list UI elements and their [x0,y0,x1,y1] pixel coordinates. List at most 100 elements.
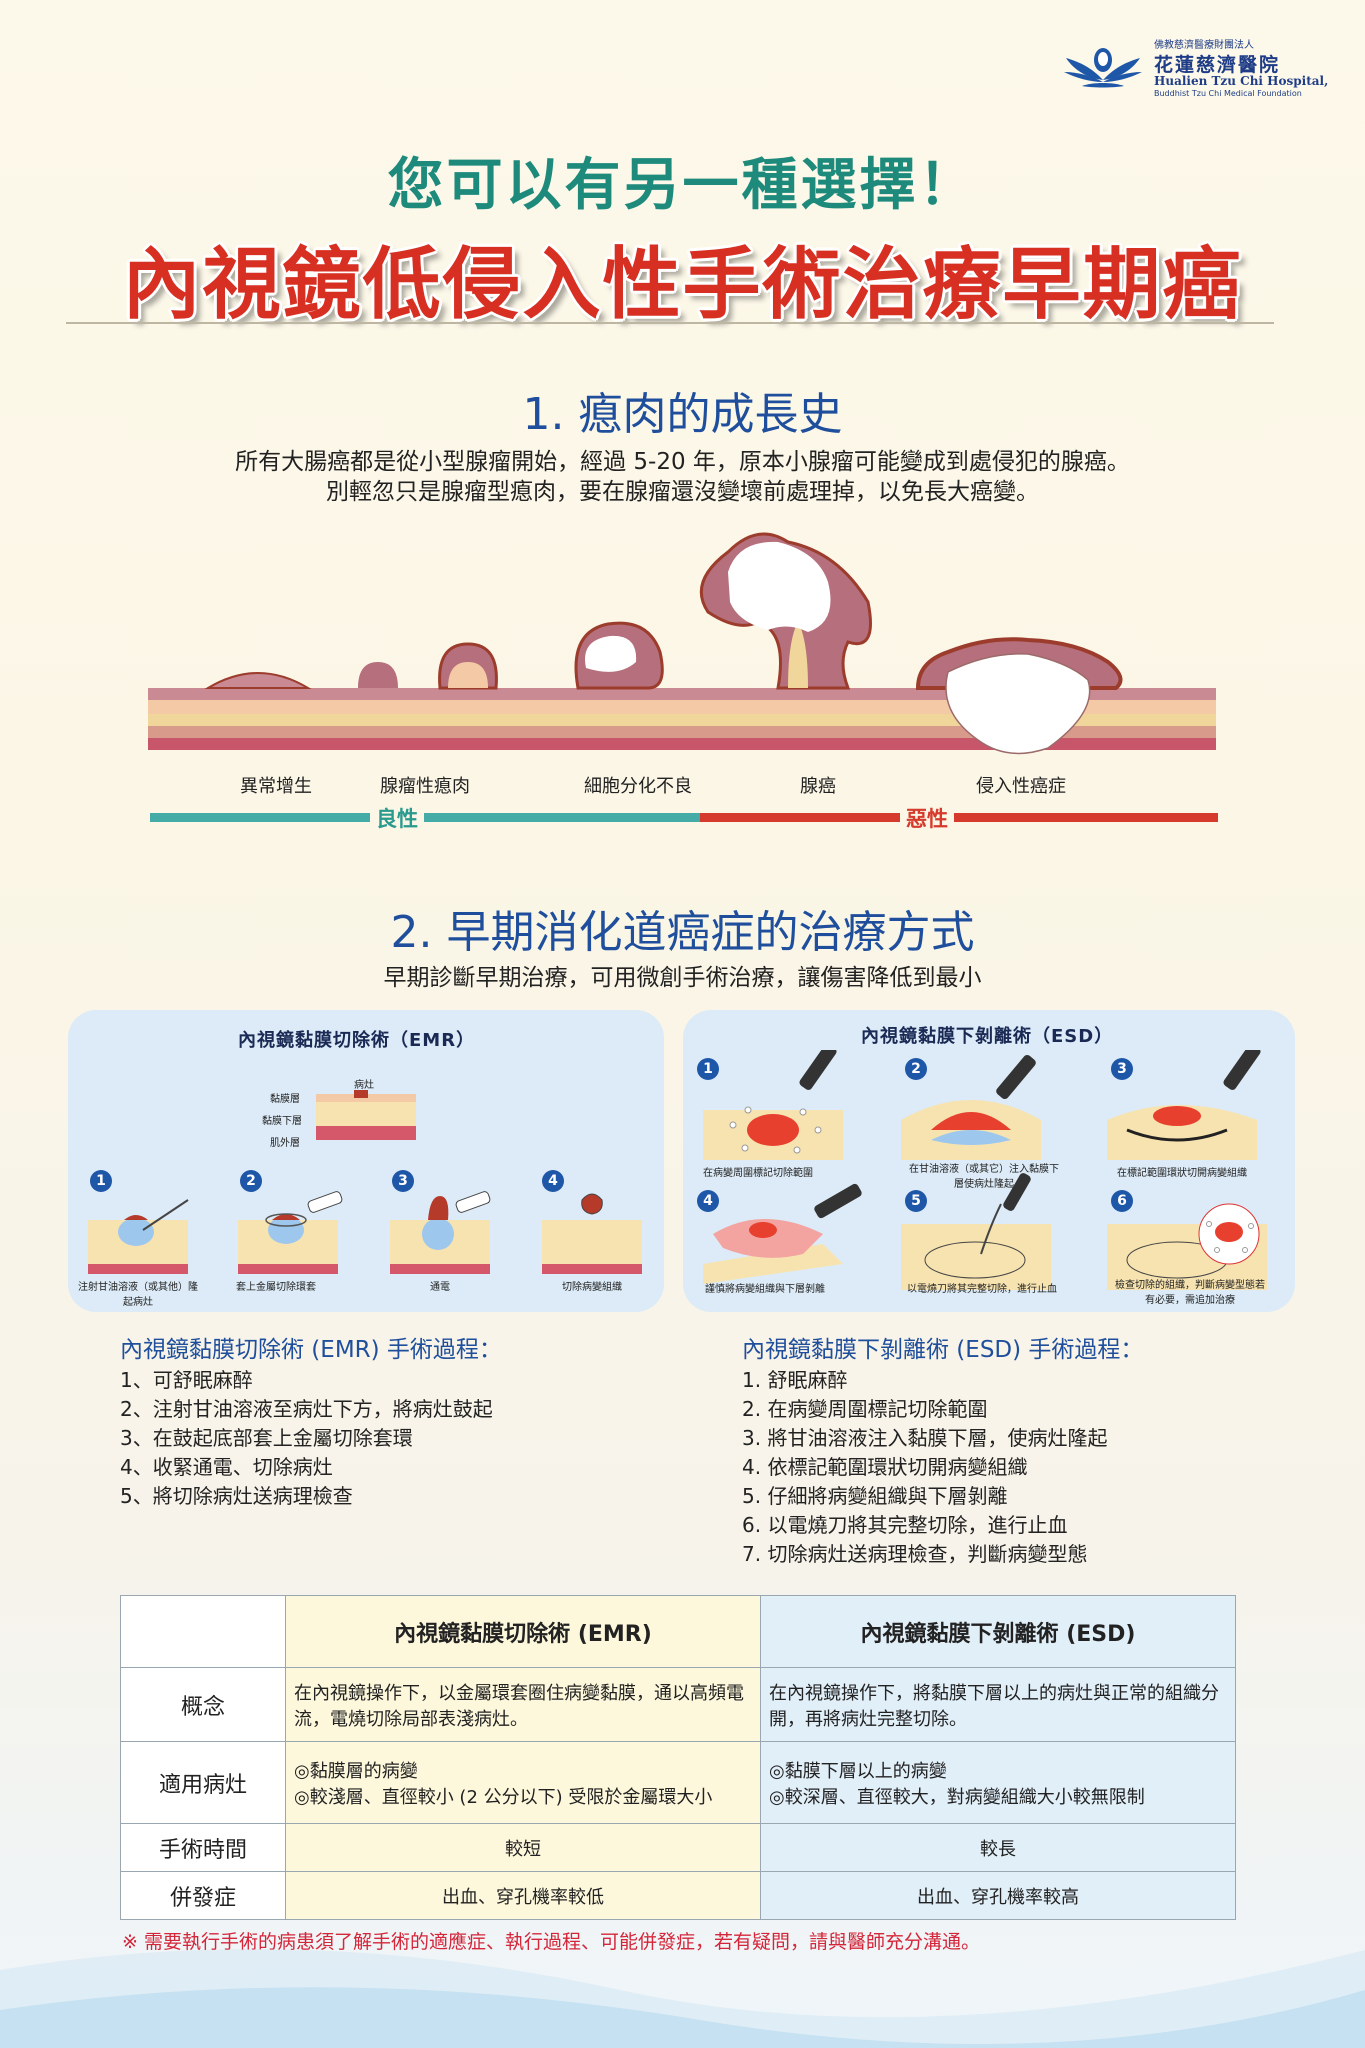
tissue-layer-mid [148,714,1216,726]
table-row: 概念 在內視鏡操作下，以金屬環套圈住病變黏膜，通以高頻電流，電燒切除局部表淺病灶… [120,1667,1236,1742]
esd-step4-illustration [703,1183,862,1284]
esd-step-num-5: 5 [905,1190,927,1212]
hospital-logo: 佛教慈濟醫療財團法人 花蓮慈濟醫院 Hualien Tzu Chi Hospit… [1062,36,1328,100]
table-row-label: 併發症 [120,1871,286,1920]
esd-process-item: 4. 依標記範圍環狀切開病變組織 [742,1455,1028,1479]
stage-label-invasive: 侵入性癌症 [976,776,1066,797]
table-header-esd: 內視鏡黏膜下剝離術 (ESD) [760,1595,1236,1668]
table-cell-esd: 較長 [760,1823,1236,1872]
emr-process-item: 1、可舒眠麻醉 [120,1368,253,1392]
esd-step-num-3: 3 [1111,1058,1133,1080]
emr-step-num-2: 2 [240,1170,262,1192]
esd-process-title: 內視鏡黏膜下剝離術 (ESD) 手術過程： [742,1337,1144,1363]
esd-step5-illustration [901,1173,1051,1290]
table-header-emr: 內視鏡黏膜切除術 (EMR) [285,1595,761,1668]
benign-bar [150,813,700,822]
tissue-layer-muscle [148,726,1216,738]
stage-adenocarcinoma-white [728,541,831,632]
polyp-growth-diagram [148,532,1216,755]
stage-label-adenoma: 腺瘤性瘜肉 [380,776,470,797]
table-row: 併發症 出血、穿孔機率較低 出血、穿孔機率較高 [120,1871,1236,1920]
table-cell-emr: 在內視鏡操作下，以金屬環套圈住病變黏膜，通以高頻電流，電燒切除局部表淺病灶。 [285,1667,761,1742]
emr-step4-illustration [542,1193,642,1274]
benign-label: 良性 [370,803,424,833]
decorative-wave-background [0,1949,1365,2048]
table-cell-emr-line: ◎較淺層、直徑較小 (2 公分以下) 受限於金屬環大小 [294,1786,713,1808]
stage-dysplasia-white [585,635,637,672]
logo-foundation-en: Buddhist Tzu Chi Medical Foundation [1154,89,1302,98]
stage-invasive-white [945,653,1091,755]
emr-step-num-4: 4 [542,1170,564,1192]
esd-process-list: 1. 舒眠麻醉 2. 在病變周圍標記切除範圍 3. 將甘油溶液注入黏膜下層，使病… [742,1366,1107,1569]
esd-step2-illustration [901,1054,1041,1160]
malignant-label: 惡性 [900,803,954,833]
emr-step-caption-3: 通電 [430,1282,450,1293]
logo-foundation-line: 佛教慈濟醫療財團法人 [1154,40,1254,51]
esd-step1-illustration [703,1050,843,1160]
layer-label-mucosa: 黏膜層 [270,1094,300,1105]
esd-process-item: 6. 以電燒刀將其完整切除，進行止血 [742,1513,1068,1537]
table-row: 適用病灶 ◎黏膜層的病變 ◎較淺層、直徑較小 (2 公分以下) 受限於金屬環大小… [120,1741,1236,1824]
title-divider [66,322,1274,324]
emr-process-item: 2、注射甘油溶液至病灶下方，將病灶鼓起 [120,1397,493,1421]
esd-step-caption-1: 在病變周圍標記切除範圍 [703,1168,813,1179]
logo-name-en: Hualien Tzu Chi Hospital, [1154,74,1329,88]
emr-step-num-1: 1 [90,1170,112,1192]
stage-label-adenocarcinoma: 腺癌 [800,776,836,797]
esd-step6-illustration [1107,1203,1267,1290]
emr-panel-title: 內視鏡黏膜切除術（EMR） [238,1030,476,1051]
emr-step2-illustration [238,1191,343,1274]
poster-subtitle: 您可以有另一種選擇！ [387,153,978,218]
table-cell-emr: ◎黏膜層的病變 ◎較淺層、直徑較小 (2 公分以下) 受限於金屬環大小 [285,1741,761,1824]
stage-dysplasia-shape [204,672,312,689]
esd-process-item: 1. 舒眠麻醉 [742,1368,848,1392]
table-cell-esd: 在內視鏡操作下，將黏膜下層以上的病灶與正常的組織分開，再將病灶完整切除。 [760,1667,1236,1742]
esd-step-num-1: 1 [697,1058,719,1080]
esd-step-num-4: 4 [697,1190,719,1212]
emr-illustration-panel: 內視鏡黏膜切除術（EMR） 黏膜層 黏膜下層 肌外層 病灶 1 2 3 4 [68,1010,664,1312]
layer-label-submucosa: 黏膜下層 [262,1116,302,1127]
lesion-label: 病灶 [354,1080,374,1091]
table-row-label: 手術時間 [120,1823,286,1872]
logo-name-zh: 花蓮慈濟醫院 [1154,54,1281,76]
table-row-label: 概念 [120,1667,286,1742]
tissue-layer-bottom [148,738,1216,750]
stage-label-poor-differentiation: 細胞分化不良 [584,776,692,797]
esd-illustration-panel: 內視鏡黏膜下剝離術（ESD） 1 2 3 4 5 6 [683,1010,1295,1312]
esd-step3-illustration [1107,1050,1261,1160]
section1-heading: 1. 瘜肉的成長史 [522,389,843,440]
emr-steps-illustration [88,1191,642,1274]
stage-adenocarcinoma-stalk [788,622,808,688]
layer-legend-diagram [316,1090,416,1140]
table-cell-esd-line: ◎黏膜下層以上的病變 [769,1760,947,1782]
table-cell-emr-line: ◎黏膜層的病變 [294,1760,418,1782]
malignant-bar [700,813,1218,822]
section1-intro-line1: 所有大腸癌都是從小型腺瘤開始，經過 5-20 年，原本小腺瘤可能變成到處侵犯的腺… [235,449,1130,475]
esd-step-num-2: 2 [905,1058,927,1080]
table-header-row: 內視鏡黏膜切除術 (EMR) 內視鏡黏膜下剝離術 (ESD) [120,1595,1236,1668]
esd-step-caption-4: 謹慎將病變組織與下層剝離 [705,1284,825,1295]
esd-step-caption-5: 以電燒刀將其完整切除，進行止血 [907,1284,1057,1295]
section2-heading: 2. 早期消化道癌症的治療方式 [390,907,975,958]
esd-process-item: 3. 將甘油溶液注入黏膜下層，使病灶隆起 [742,1426,1108,1450]
esd-process-item: 5. 仔細將病變組織與下層剝離 [742,1484,1008,1508]
comparison-table: 內視鏡黏膜切除術 (EMR) 內視鏡黏膜下剝離術 (ESD) 概念 在內視鏡操作… [120,1595,1236,1920]
table-cell-esd: ◎黏膜下層以上的病變 ◎較深層、直徑較大，對病變組織大小較無限制 [760,1741,1236,1824]
esd-steps-illustration [703,1050,1267,1290]
table-row-label: 適用病灶 [120,1741,286,1824]
emr-process-item: 3、在鼓起底部套上金屬切除套環 [120,1426,413,1450]
emr-process-list: 1、可舒眠麻醉 2、注射甘油溶液至病灶下方，將病灶鼓起 3、在鼓起底部套上金屬切… [120,1366,493,1511]
esd-panel-title: 內視鏡黏膜下剝離術（ESD） [861,1026,1114,1047]
emr-process-item: 5、將切除病灶送病理檢查 [120,1484,353,1508]
emr-step1-illustration [88,1199,189,1274]
stage-adenoma-small-shape [358,662,398,688]
emr-step-caption-2: 套上金屬切除環套 [236,1282,316,1293]
esd-process-item: 2. 在病變周圍標記切除範圍 [742,1397,988,1421]
table-cell-esd: 出血、穿孔機率較高 [760,1871,1236,1920]
esd-process-item: 7. 切除病灶送病理檢查，判斷病變型態 [742,1542,1088,1566]
poster-title: 內視鏡低侵入性手術治療早期癌 [122,240,1243,330]
section2-intro: 早期診斷早期治療，可用微創手術治療，讓傷害降低到最小 [383,965,982,991]
emr-step3-illustration [390,1191,491,1274]
esd-step-caption-3: 在標記範圍環狀切開病變組織 [1117,1168,1247,1179]
stage-adenoma-core [448,662,488,688]
